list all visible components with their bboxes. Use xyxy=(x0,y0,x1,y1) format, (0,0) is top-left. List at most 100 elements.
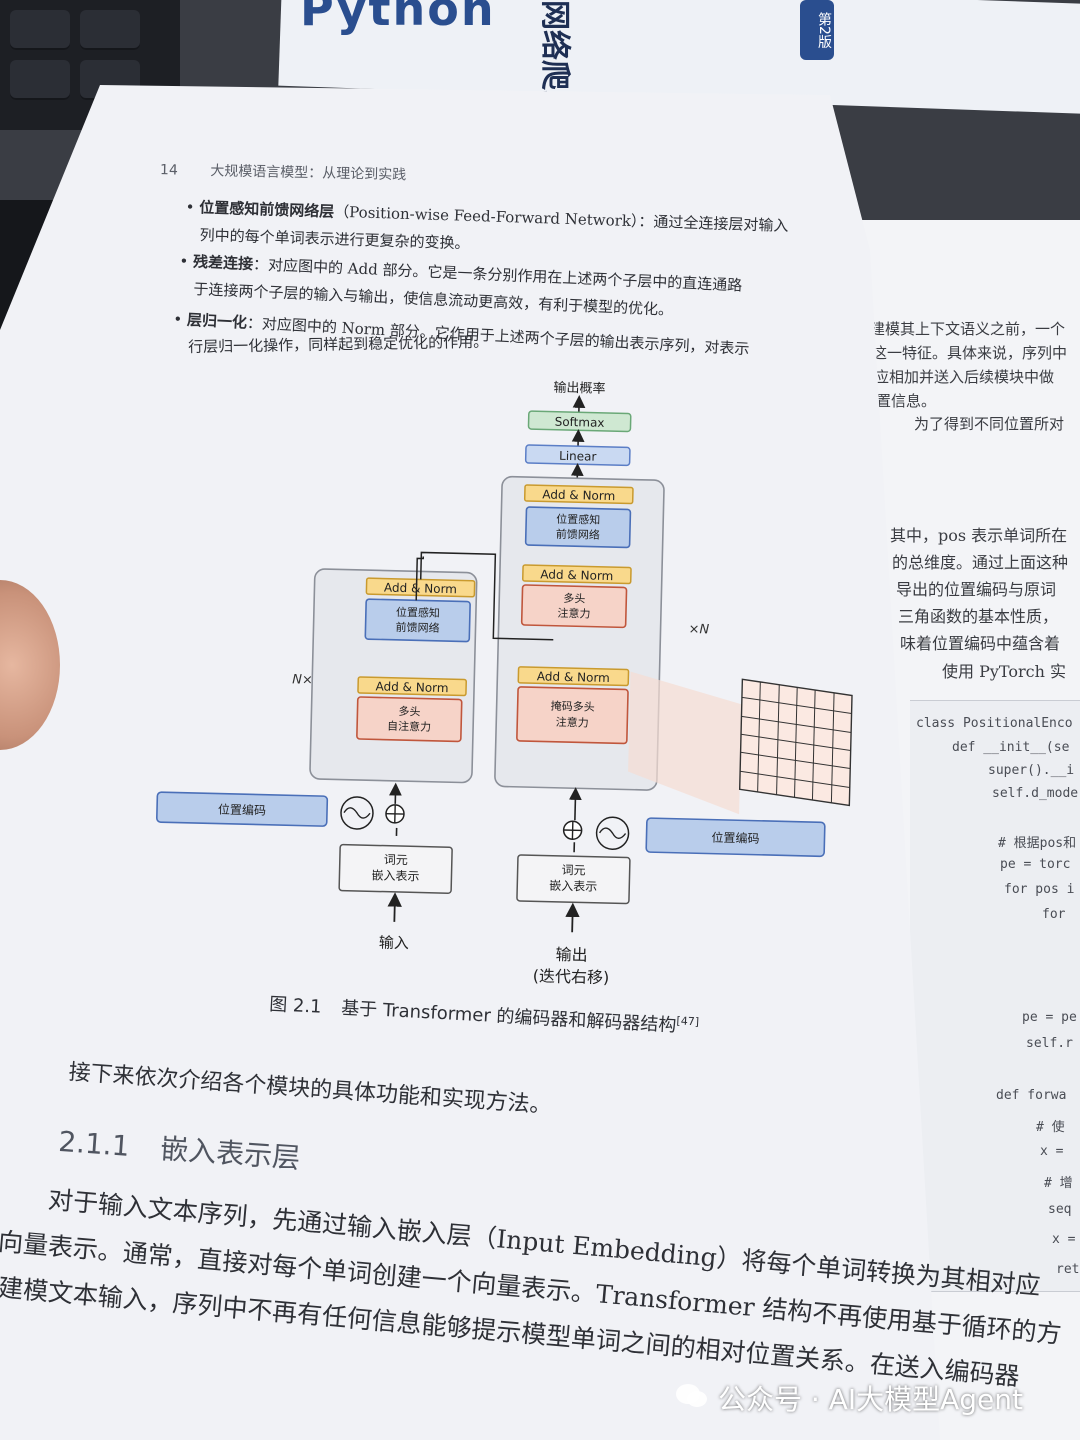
section-title: 嵌入表示层 xyxy=(159,1132,302,1175)
code-line: x = xyxy=(1040,1144,1064,1159)
masked-attention-box xyxy=(516,686,629,745)
add-norm-label: Add & Norm xyxy=(540,567,613,583)
add-norm-label: Add & Norm xyxy=(537,669,610,685)
pos-encoding-label: 位置编码 xyxy=(218,802,266,818)
ffn-box xyxy=(364,598,471,643)
add-norm-label: Add & Norm xyxy=(384,581,457,597)
mha-label: 注意力 xyxy=(557,606,590,621)
embedding-label: 嵌入表示 xyxy=(549,879,597,894)
right-text-line: 置信息。 xyxy=(876,392,937,410)
bullet-label: 层归一化 xyxy=(186,310,248,332)
ffn-box xyxy=(524,506,632,549)
code-line: pe = torc xyxy=(1000,857,1071,872)
nx-label: N× xyxy=(292,672,313,687)
right-text-line: 其中，pos 表示单词所在 xyxy=(890,526,1068,545)
right-text-line: 这一特征。具体来说，序列中 xyxy=(872,344,1068,362)
code-line: x = xyxy=(1052,1232,1076,1247)
masked-label: 注意力 xyxy=(556,715,589,730)
bullet-dot: • xyxy=(179,251,194,271)
attention-shadow xyxy=(628,671,742,815)
ffn-label: 前馈网络 xyxy=(556,527,600,542)
add-norm-box xyxy=(357,676,467,697)
code-line: super().__i xyxy=(988,763,1075,778)
page-number: 14 xyxy=(159,162,179,179)
code-line: # 增 xyxy=(1044,1176,1073,1191)
arrow xyxy=(568,787,582,821)
right-text-line: 应相加并送入后续模块中做 xyxy=(874,368,1055,386)
code-line: for xyxy=(1042,907,1066,922)
arrow xyxy=(565,902,580,933)
self-attention-box xyxy=(356,696,463,743)
code-line: seq xyxy=(1048,1202,1072,1217)
linear-label: Linear xyxy=(559,449,597,464)
code-line: ret xyxy=(1056,1262,1080,1277)
embedding-box xyxy=(338,843,453,894)
code-listing xyxy=(910,700,1080,1292)
input-label: 输入 xyxy=(379,934,409,953)
bullet-label: 位置感知前馈网络层 xyxy=(198,198,335,221)
grid-line xyxy=(741,733,851,751)
bullet-dot: • xyxy=(172,309,188,329)
caption-label: 图 2.1 xyxy=(268,993,323,1018)
wechat-icon xyxy=(676,1384,707,1407)
background-book-title: Python xyxy=(300,0,496,36)
right-text-line: 使用 PyTorch 实 xyxy=(942,662,1066,681)
ffn-label: 前馈网络 xyxy=(395,620,439,635)
output-prob-label: 输出概率 xyxy=(553,380,605,397)
grid-line xyxy=(741,696,852,715)
keyboard-key xyxy=(10,60,70,100)
pos-encoding-box xyxy=(645,817,826,858)
connector-line xyxy=(415,556,425,601)
sine-icon xyxy=(340,796,374,830)
ffn-label: 位置感知 xyxy=(556,512,600,527)
code-line: def __init__(se xyxy=(952,740,1070,755)
transformer-diagram: 输出概率 Softmax Linear Add & Norm 位置感知 前馈网络… xyxy=(143,360,879,1057)
add-norm-box xyxy=(522,564,632,585)
embedding-box xyxy=(516,854,631,905)
embedding-label: 嵌入表示 xyxy=(371,868,419,883)
sine-wave xyxy=(343,807,371,819)
output-label: 输出 xyxy=(555,945,587,965)
enc-attn-label: 多头 xyxy=(398,704,420,719)
masked-label: 掩码多头 xyxy=(551,699,595,714)
code-line: for pos i xyxy=(1004,882,1075,897)
cross-attention-box xyxy=(520,584,628,629)
caption-ref: [47] xyxy=(676,1014,700,1029)
grid-line xyxy=(740,751,851,769)
bullet-dot: • xyxy=(185,197,200,217)
sine-wave xyxy=(598,827,627,840)
add-norm-box xyxy=(523,484,634,505)
connector-line xyxy=(419,551,554,641)
nx-label: ×N xyxy=(688,622,709,638)
right-text-line: 导出的位置编码与原词 xyxy=(896,580,1057,599)
right-text-line: 三角函数的基本性质， xyxy=(898,607,1059,626)
watermark-text: 公众号 · AI大模型Agent xyxy=(718,1383,1023,1416)
keyboard-key xyxy=(10,10,70,50)
section-number: 2.1.1 xyxy=(57,1124,131,1163)
right-text-line: 的总维度。通过上面这种 xyxy=(892,553,1069,572)
enc-attn-label: 自注意力 xyxy=(387,719,431,734)
add-norm-box xyxy=(517,666,630,687)
code-line: self.r xyxy=(1026,1036,1073,1051)
softmax-label: Softmax xyxy=(555,415,605,430)
right-text-line: 建模其上下文语义之前，一个 xyxy=(870,320,1066,338)
grid-line xyxy=(741,715,852,734)
code-line: # 根据pos和 xyxy=(998,836,1077,851)
sine-icon xyxy=(595,816,630,850)
add-norm-label: Add & Norm xyxy=(542,487,615,503)
grid-line xyxy=(740,770,850,788)
ffn-label: 位置感知 xyxy=(396,605,440,620)
code-line: self.d_mode xyxy=(992,786,1079,801)
code-line: class PositionalEnco xyxy=(916,716,1073,731)
keyboard-key xyxy=(80,10,140,50)
attention-mask-grid xyxy=(738,678,853,807)
embedding-label: 词元 xyxy=(384,853,408,868)
code-line: def forwa xyxy=(996,1088,1067,1103)
right-text-line: 为了得到不同位置所对 xyxy=(914,415,1065,433)
arrow xyxy=(387,892,402,922)
right-text-line: 味着位置编码中蕴含着 xyxy=(900,634,1061,653)
code-line: # 使 xyxy=(1036,1120,1065,1135)
pos-encoding-label: 位置编码 xyxy=(711,830,759,846)
pos-encoding-box xyxy=(156,791,329,827)
